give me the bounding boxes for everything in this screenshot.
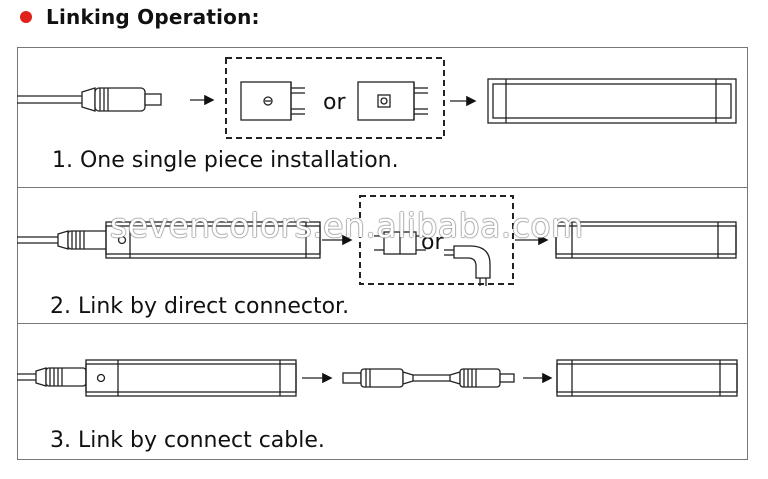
step-1-caption: 1. One single piece installation. <box>52 148 399 173</box>
step-2-caption: 2. Link by direct connector. <box>50 294 350 319</box>
end-cap-alt-icon <box>357 81 428 121</box>
row-divider <box>18 323 747 324</box>
section-heading: Linking Operation: <box>6 2 260 32</box>
or-label: or <box>323 90 346 115</box>
straight-connector-icon <box>374 231 426 255</box>
led-bar-icon <box>487 78 737 124</box>
power-cable-plug-icon <box>17 87 162 112</box>
step-3-caption: 3. Link by connect cable. <box>50 428 325 453</box>
watermark: sevencolors.en.alibaba.com <box>110 206 584 245</box>
powered-led-bar-icon <box>17 359 297 397</box>
powered-led-bar-icon <box>17 221 321 259</box>
corner-connector-icon <box>444 245 491 286</box>
led-bar-icon <box>556 359 738 397</box>
heading-title: Linking Operation: <box>46 5 260 29</box>
row-divider <box>18 187 747 188</box>
red-bullet-icon <box>20 11 32 23</box>
connector-options-box <box>225 57 445 139</box>
linking-table <box>17 47 748 460</box>
or-label: or <box>421 230 444 255</box>
connect-cable-icon <box>342 368 515 388</box>
led-bar-icon <box>555 221 737 259</box>
end-cap-icon <box>240 81 305 121</box>
